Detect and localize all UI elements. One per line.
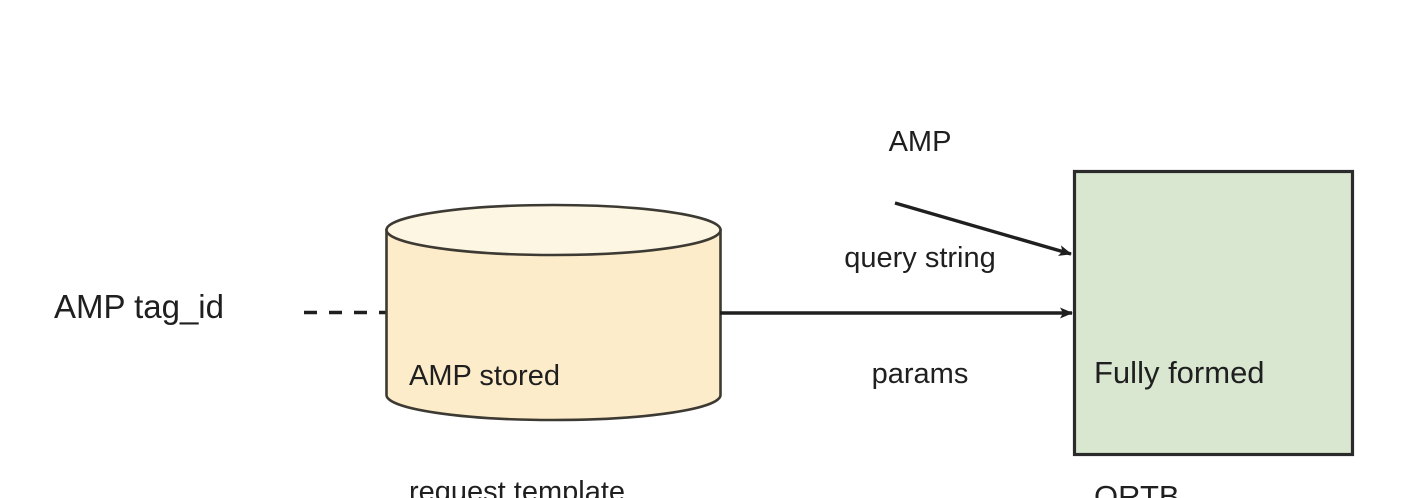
annotation-line-2: query string bbox=[844, 241, 996, 274]
params-to-ortb-arrow bbox=[894, 201, 1072, 256]
cylinder-label-line-1: AMP stored bbox=[409, 360, 560, 393]
annotation-line-3: params bbox=[871, 357, 969, 390]
fully-formed-ortb-box-shape bbox=[1072, 169, 1355, 457]
box-label-line-1: Fully formed bbox=[1094, 355, 1265, 391]
amp-query-string-params-label: AMP query string params bbox=[790, 46, 1050, 470]
cylinder-label-line-2: request template bbox=[409, 475, 626, 498]
annotation-line-1: AMP bbox=[888, 126, 952, 159]
amp-stored-request-template-label: AMP stored request template bbox=[409, 280, 625, 498]
amp-stored-request-template-shape bbox=[385, 203, 722, 422]
fully-formed-ortb-label: Fully formed ORTB bbox=[1094, 270, 1265, 498]
amp-tag-id-label: AMP tag_id bbox=[54, 288, 224, 325]
box-label-line-2: ORTB bbox=[1094, 479, 1180, 498]
